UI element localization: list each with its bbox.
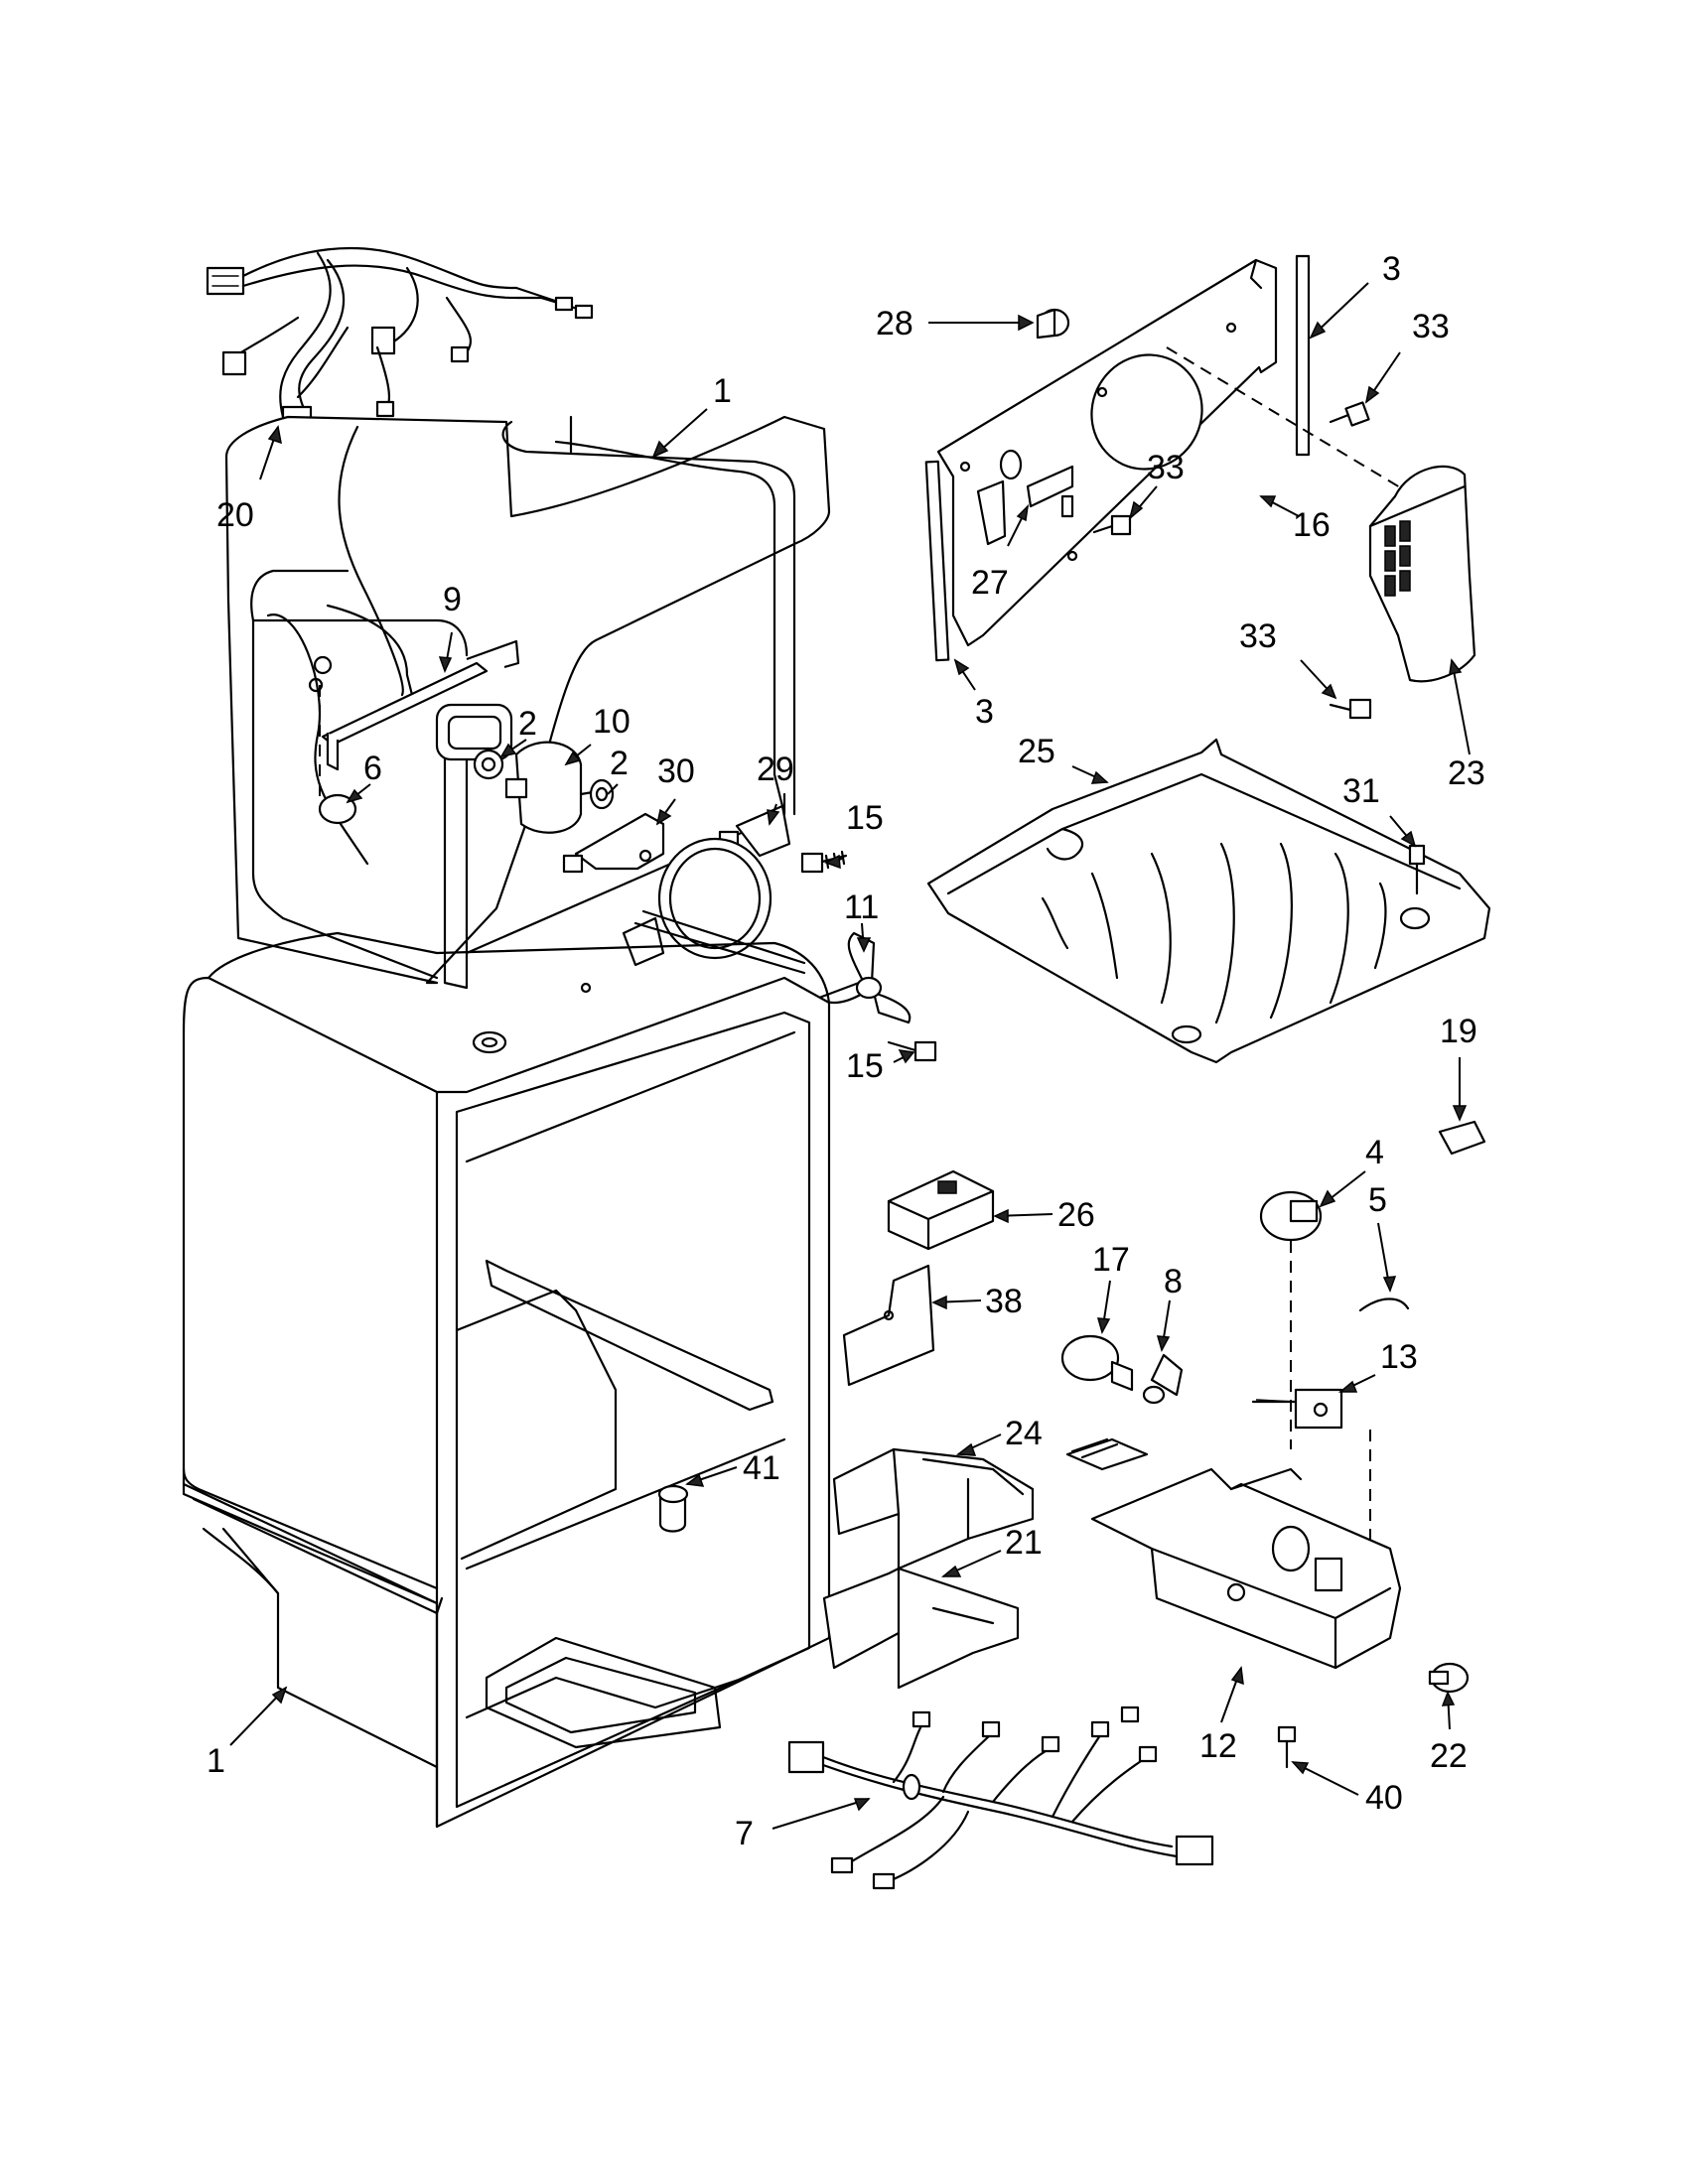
screw-31 [1408,844,1426,895]
callout-20: 20 [216,496,254,534]
wire-harness-lower [787,1706,1214,1890]
wire-harness-upper [206,246,594,433]
control-10 [504,741,613,834]
callout-15-b: 15 [846,1047,884,1085]
callout-11: 11 [844,888,879,926]
callout-15-a: 15 [846,799,884,837]
callout-labels: 20 1 9 2 10 6 2 30 29 15 11 15 28 3 33 3… [207,250,1485,1852]
clip-5 [1358,1297,1410,1312]
callout-22: 22 [1430,1737,1468,1775]
freezer-liner [224,415,831,990]
switch-26 [887,1169,995,1251]
housing-12 [1065,1437,1402,1670]
callout-33-a: 33 [1412,308,1450,345]
callout-16: 16 [1293,506,1331,544]
callout-41: 41 [743,1449,780,1487]
callout-3-top: 3 [1382,250,1401,288]
callout-19: 19 [1440,1013,1477,1050]
control-13 [1251,1388,1343,1430]
callout-12: 12 [1199,1727,1237,1765]
screw-33-b [1092,514,1132,536]
socket-8 [1142,1353,1184,1405]
callout-6: 6 [363,750,382,787]
callout-26: 26 [1057,1196,1095,1234]
knob-2-b [589,778,615,810]
plug-41 [657,1484,689,1533]
cabinet-liner [182,931,831,1829]
strip-3-left [924,460,950,662]
callout-2-a: 2 [518,705,537,743]
callout-24: 24 [1005,1415,1043,1452]
bracket-30 [562,812,665,874]
shield-38 [842,1264,935,1387]
callout-1-top: 1 [713,372,732,410]
strip-3-right [1295,254,1311,457]
bumper-28 [1036,308,1070,340]
callout-3-bottom: 3 [975,693,994,731]
callout-9: 9 [443,581,462,618]
screw-33-a [1329,401,1370,427]
callout-10: 10 [593,703,631,741]
callout-27: 27 [971,564,1009,602]
bracket-9 [321,639,520,771]
callout-1-bottom: 1 [207,1742,225,1780]
screw-40 [1277,1725,1297,1769]
callout-33-c: 33 [1239,617,1277,655]
callout-8: 8 [1164,1263,1183,1300]
callout-2-b: 2 [610,745,629,782]
callout-21: 21 [1005,1524,1043,1562]
callout-28: 28 [876,305,913,342]
callout-40: 40 [1365,1779,1403,1817]
freezer-floor-25 [926,738,1491,1064]
callout-4: 4 [1365,1134,1384,1171]
callout-31: 31 [1342,772,1380,810]
bulb-17 [1060,1334,1134,1392]
fan-blade-11 [817,931,912,1024]
knob-22 [1428,1662,1470,1694]
callout-13: 13 [1380,1338,1418,1376]
callout-23: 23 [1448,754,1485,792]
callout-33-b: 33 [1147,449,1185,486]
callout-7: 7 [735,1815,754,1852]
duct-23 [1368,465,1476,683]
callout-30: 30 [657,752,695,790]
callout-38: 38 [985,1283,1023,1320]
plug-6 [318,685,357,825]
callout-25: 25 [1018,733,1055,770]
clip-19 [1438,1120,1486,1156]
callout-5: 5 [1368,1181,1387,1219]
knob-2-a [473,749,504,780]
knob-4 [1259,1190,1323,1242]
fan-shroud-ring [622,837,806,975]
cover-21 [822,1567,1020,1690]
callout-29: 29 [757,751,794,788]
leader-lines [229,282,1471,1830]
callout-17: 17 [1092,1241,1130,1279]
back-panel-16 [936,258,1278,647]
cover-24 [832,1447,1035,1570]
screw-33-c [1329,698,1372,720]
screw-15-b [887,1040,937,1062]
